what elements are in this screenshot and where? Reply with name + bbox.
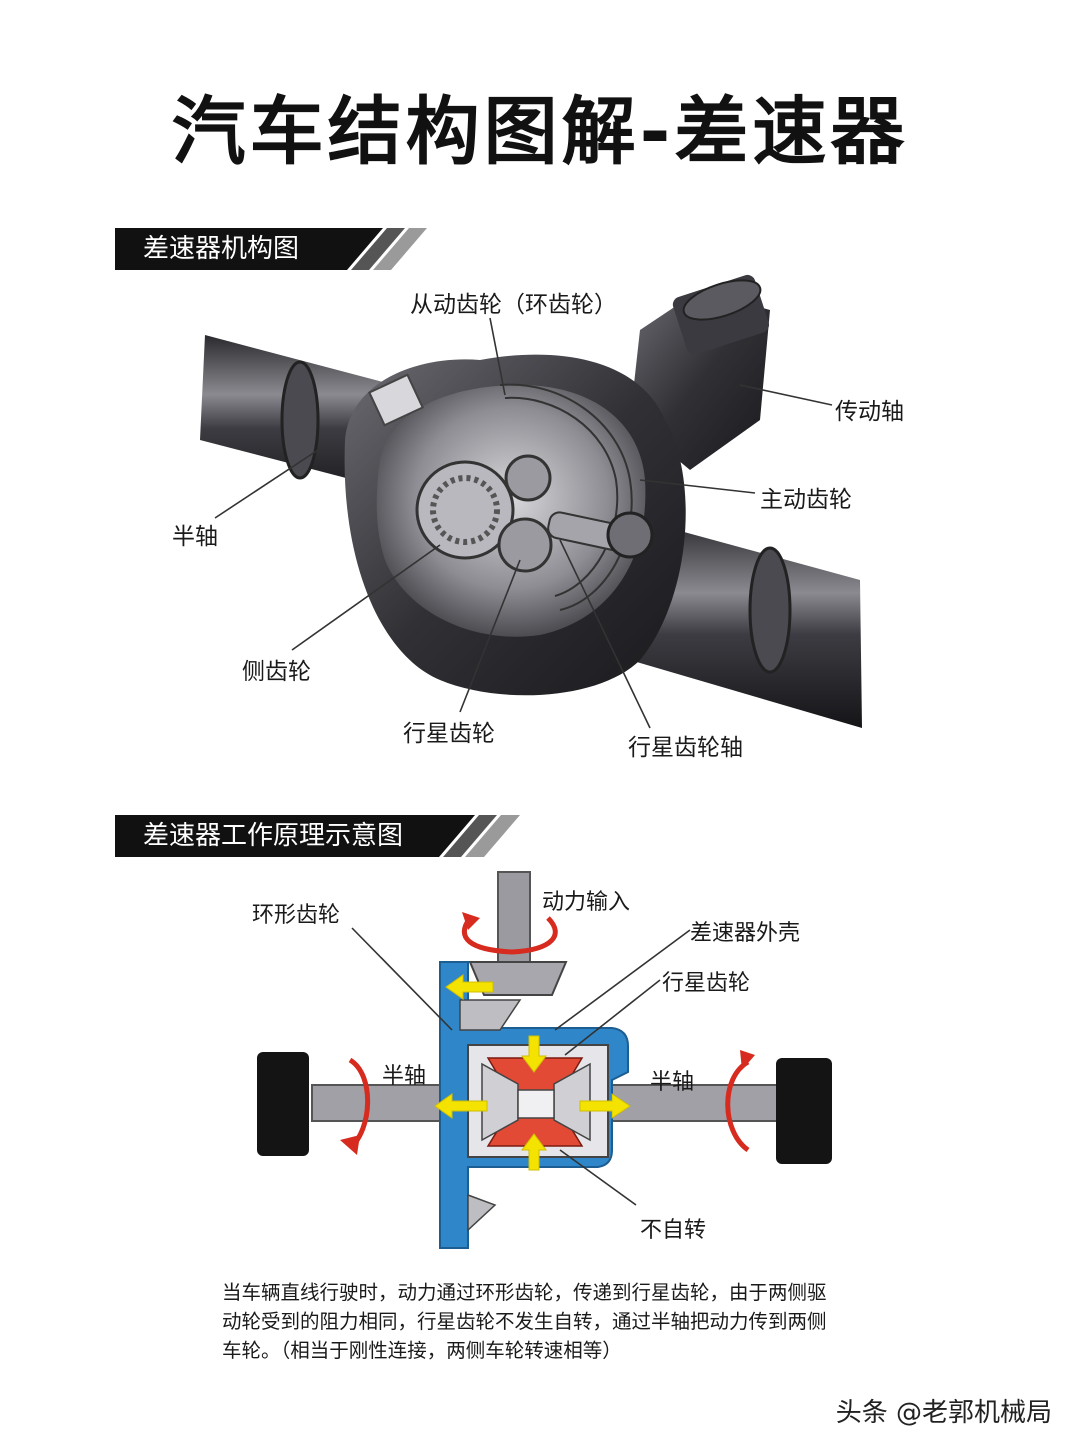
label-planet-gear-2: 行星齿轮 (662, 971, 751, 996)
leader-lines-structure (214, 317, 833, 729)
description-paragraph: 当车辆直线行驶时，动力通过环形齿轮，传递到行星齿轮，由于两侧驱 动轮受到的阻力相… (222, 1278, 872, 1365)
label-half-shaft-left: 半轴 (382, 1064, 427, 1089)
input-shaft (497, 871, 531, 963)
label-housing: 差速器外壳 (690, 921, 801, 946)
right-half-shaft (611, 1084, 783, 1122)
label-drive-gear: 主动齿轮 (760, 487, 852, 513)
rotation-arrowheads (340, 912, 755, 1155)
label-no-rotation: 不自转 (640, 1218, 707, 1243)
power-flow-arrows (434, 974, 631, 1171)
differential-housing (344, 354, 686, 696)
page-title: 汽车结构图解-差速器 (171, 89, 909, 175)
label-ring-gear: 环形齿轮 (252, 903, 341, 928)
label-planet-gear: 行星齿轮 (403, 721, 495, 747)
footer-watermark: 头条 @老郭机械局 (835, 1398, 1052, 1428)
label-drive-shaft: 传动轴 (835, 399, 904, 425)
section-heading-principle: 差速器工作原理示意图 (115, 815, 520, 857)
working-principle-diagram (257, 871, 832, 1249)
label-half-shaft: 半轴 (172, 524, 218, 550)
planet-gears-cluster (481, 1057, 591, 1147)
label-driven-gear: 从动齿轮（环齿轮） (410, 292, 617, 318)
right-wheel (776, 1058, 832, 1164)
description-line: 车轮。（相当于刚性连接，两侧车轮转速相等） (222, 1339, 622, 1362)
ring-gear (499, 383, 633, 611)
label-planet-shaft: 行星齿轮轴 (628, 735, 743, 761)
right-axle-tube (630, 520, 862, 728)
label-half-shaft-right: 半轴 (650, 1070, 695, 1095)
label-side-gear: 侧齿轮 (242, 659, 311, 685)
section-heading-principle-text: 差速器工作原理示意图 (143, 821, 404, 851)
description-line: 当车辆直线行驶时，动力通过环形齿轮，传递到行星齿轮，由于两侧驱 (222, 1281, 827, 1304)
description-line: 动轮受到的阻力相同，行星齿轮不发生自转，通过半轴把动力传到两侧 (222, 1310, 827, 1333)
section-heading-structure: 差速器机构图 (115, 228, 427, 270)
left-wheel (257, 1052, 309, 1156)
section-heading-structure-text: 差速器机构图 (143, 234, 300, 264)
planet-gear-shape (504, 454, 552, 502)
label-power-input: 动力输入 (542, 890, 631, 915)
